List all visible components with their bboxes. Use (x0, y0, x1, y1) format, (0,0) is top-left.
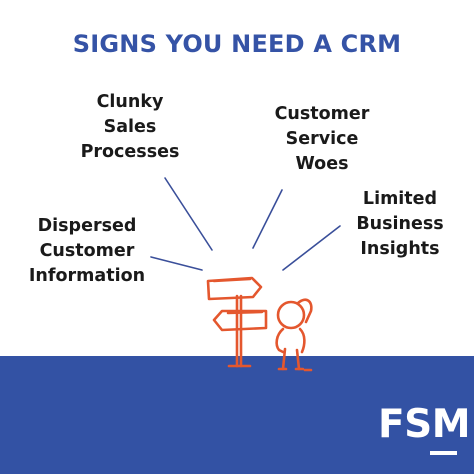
sign-label-line: Clunky (96, 92, 164, 112)
connector-line (164, 177, 213, 251)
connector-line (252, 189, 283, 249)
sign-label-line: Processes (80, 142, 180, 162)
sign-label-line: Sales (103, 117, 157, 137)
sign-label-line: Woes (295, 154, 349, 174)
sign-label-line: Customer (274, 104, 370, 124)
sign-label-line: Limited (362, 189, 438, 209)
sign-label-line: Customer (39, 241, 135, 261)
connector-lines (150, 177, 341, 271)
sign-label-line: Information (28, 266, 146, 286)
sign-label-line: Insights (360, 239, 440, 259)
fsm-logo: FSM (378, 402, 471, 447)
sign-label-line: Dispersed (37, 216, 137, 236)
signpost-icon (206, 276, 268, 368)
connector-line (282, 225, 341, 271)
sign-label-customer-service-woes: Customer Service Woes (262, 102, 382, 177)
sign-label-dispersed-customer-information: Dispersed Customer Information (22, 214, 152, 289)
sign-label-clunky-sales-processes: Clunky Sales Processes (70, 90, 190, 165)
sign-label-limited-business-insights: Limited Business Insights (345, 187, 455, 262)
page-title: SIGNS YOU NEED A CRM (72, 30, 402, 58)
ground-band (0, 356, 474, 474)
logo-underline (430, 451, 457, 455)
connector-line (150, 256, 203, 271)
confused-person-icon (275, 298, 313, 372)
sign-label-line: Service (285, 129, 359, 149)
sign-label-line: Business (356, 214, 444, 234)
